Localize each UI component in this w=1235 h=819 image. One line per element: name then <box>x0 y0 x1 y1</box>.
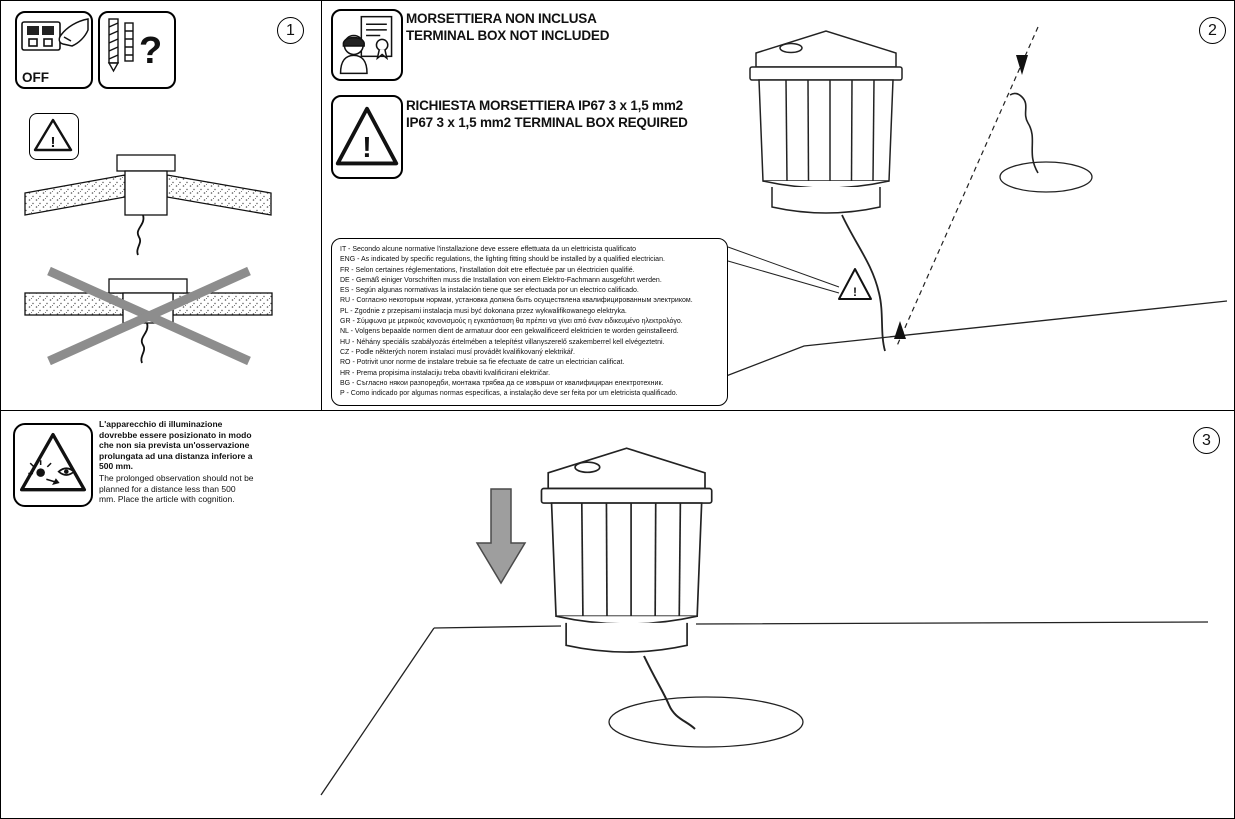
step-3-badge: 3 <box>1193 427 1220 454</box>
down-arrow-icon <box>1016 55 1028 75</box>
language-line-pl: PL - Zgodnie z przepisami instalacja mus… <box>340 307 627 315</box>
electrician-certificate-drawing <box>339 15 393 75</box>
language-line-de: DE - Gemäß einiger Vorschriften muss die… <box>340 276 662 284</box>
alignment-guide-dashed <box>895 26 1039 349</box>
warning-triangle-marker: ! <box>838 268 872 300</box>
exclamation-mark: ! <box>853 285 857 299</box>
drill-anchor-drawing: ? <box>107 18 162 73</box>
observation-notice: L'apparecchio di illuminazione dovrebbe … <box>99 419 254 505</box>
step-3-number: 3 <box>1202 431 1211 449</box>
exclamation-mark: ! <box>362 132 371 164</box>
wrong-installation-diagram <box>24 266 273 366</box>
terminal-box-note-it: MORSETTIERA NON INCLUSA <box>406 11 597 26</box>
qualified-electrician-icon <box>331 9 403 81</box>
step-1-number: 1 <box>286 21 295 39</box>
terminal-required-it: RICHIESTA MORSETTIERA IP67 3 x 1,5 mm2 <box>406 98 683 113</box>
ground-edge <box>681 300 1228 394</box>
ground-cross-section <box>24 154 272 256</box>
cable <box>140 322 149 364</box>
observation-notice-it: L'apparecchio di illuminazione dovrebbe … <box>99 419 253 472</box>
exclamation-mark: ! <box>51 134 56 151</box>
cable <box>136 214 145 256</box>
terminal-box-note-en: TERMINAL BOX NOT INCLUDED <box>406 28 610 43</box>
language-line-fr: FR - Selon certaines réglementations, l'… <box>340 266 635 274</box>
ground-hole <box>608 696 804 748</box>
language-line-es: ES - Según algunas normativas la instala… <box>340 287 639 295</box>
language-line-eng: ENG - As indicated by specific regulatio… <box>340 256 665 264</box>
mains-wire <box>1009 92 1039 174</box>
step-2-number: 2 <box>1208 21 1217 39</box>
warning-icon: ! <box>331 95 403 179</box>
observation-notice-en: The prolonged observation should not be … <box>99 472 254 505</box>
warning-triangle-small: ! <box>33 118 73 152</box>
light-eye-warning-drawing <box>19 432 87 492</box>
language-line-hr: HR - Prema propisima instalaciju treba o… <box>340 369 551 377</box>
off-label: OFF <box>22 70 49 85</box>
lamp-cable <box>643 655 696 730</box>
language-line-bg: BG - Съгласно някои разпоредби, монтажа … <box>340 379 664 387</box>
language-line-cz: CZ - Podle některých norem instalaci mus… <box>340 348 575 356</box>
hand-icon <box>58 18 89 47</box>
callout-lines <box>727 246 840 294</box>
panel-2: ! MORSETTIERA NO <box>322 1 1234 410</box>
lamp-cable <box>841 214 886 352</box>
cross-out-x <box>47 266 251 366</box>
observation-warning-icon <box>13 423 93 507</box>
language-line-ro: RO - Potrivit unor norme de instalare tr… <box>340 359 625 367</box>
power-off-drawing: OFF <box>21 18 89 85</box>
ground-installation-scene <box>320 447 1209 796</box>
arrow-icon <box>52 478 60 485</box>
terminal-required-en: IP67 3 x 1,5 mm2 TERMINAL BOX REQUIRED <box>406 115 688 130</box>
power-off-icon: OFF <box>15 11 93 89</box>
ground-hole <box>999 161 1093 193</box>
correct-installation-diagram <box>24 154 272 256</box>
ground-plane <box>320 621 1209 796</box>
light-source-icon <box>36 468 45 477</box>
language-line-ru: RU - Согласно некоторым нормам, установк… <box>340 297 693 305</box>
multilingual-notice: IT - Secondo alcune normative l'installa… <box>331 238 728 406</box>
up-arrow-icon <box>894 321 906 339</box>
lantern-lamp <box>540 447 713 653</box>
warning-triangle-large: ! <box>335 106 399 166</box>
step-1-badge: 1 <box>277 17 304 44</box>
insert-down-arrow-icon <box>475 488 527 585</box>
warning-icon: ! <box>29 113 79 160</box>
panel-1: OFF ? <box>1 1 322 410</box>
language-line-p: P - Como indicado por algumas normas esp… <box>340 390 678 398</box>
question-mark: ? <box>139 30 162 72</box>
language-line-it: IT - Secondo alcune normative l'installa… <box>340 246 637 253</box>
language-line-gr: GR - Σύμφωνα με μερικούς κανονισμούς η ε… <box>340 318 683 326</box>
language-line-hu: HU - Néhány speciális szabályozás értelm… <box>340 338 665 346</box>
drill-anchor-icon: ? <box>98 11 176 89</box>
panel-3: L'apparecchio di illuminazione dovrebbe … <box>1 410 1234 818</box>
step-2-badge: 2 <box>1199 17 1226 44</box>
lantern-lamp <box>749 30 903 214</box>
language-line-nl: NL - Volgens bepaalde normen dient de ar… <box>340 328 679 336</box>
